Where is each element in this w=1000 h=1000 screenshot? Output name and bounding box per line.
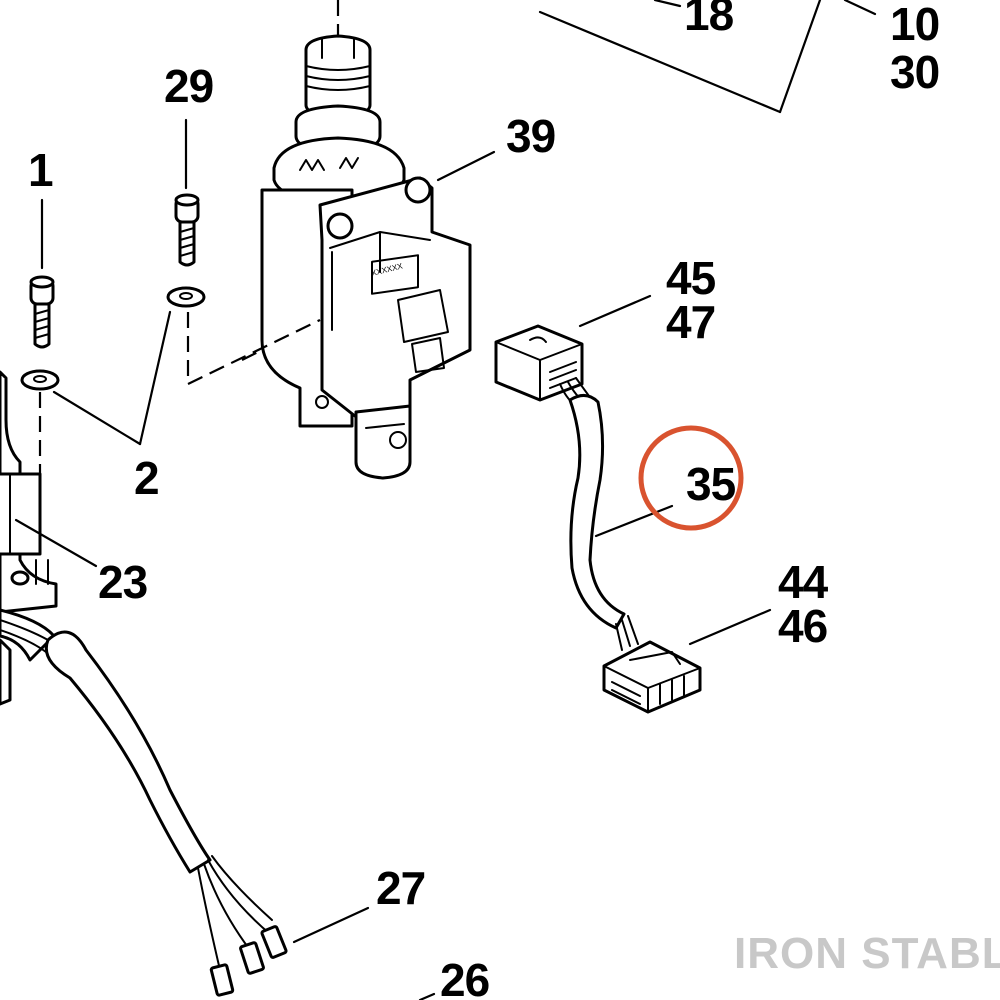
connector-45-47 [494, 324, 584, 402]
leader-45-47 [578, 294, 652, 328]
leader-27 [292, 906, 370, 944]
callout-26: 26 [440, 954, 489, 1000]
watermark-text: IRON STABLE [734, 929, 1000, 978]
callout-1: 1 [28, 144, 53, 196]
connector-44-46 [602, 640, 702, 714]
callout-47: 47 [666, 296, 715, 348]
leader-10-30 [778, 0, 877, 114]
callout-27: 27 [376, 862, 425, 914]
callout-44: 44 [778, 556, 829, 608]
leader-2 [52, 310, 172, 446]
mounting-dash-lines [186, 312, 321, 385]
callout-18: 18 [684, 0, 734, 40]
callout-29: 29 [164, 60, 213, 112]
callout-2: 2 [134, 452, 159, 504]
callout-10: 10 [890, 0, 939, 50]
callout-45: 45 [666, 252, 716, 304]
leader-18 [538, 0, 782, 114]
callout-23: 23 [98, 556, 147, 608]
callout-46: 46 [778, 600, 827, 652]
left-assembly [0, 370, 58, 706]
solenoid-assembly: XXXXXX [260, 0, 472, 480]
highlight-ring [638, 425, 744, 531]
leader-23 [14, 518, 98, 568]
left-cable [0, 619, 288, 997]
leader-39 [436, 150, 496, 182]
leader-44-46 [688, 608, 772, 646]
leader-35 [594, 504, 674, 538]
cable-35 [559, 377, 639, 651]
callout-39: 39 [506, 110, 555, 162]
callout-30: 30 [890, 46, 939, 98]
screw-29 [166, 118, 206, 308]
callout-35: 35 [686, 458, 736, 510]
leader-26 [418, 992, 436, 1000]
